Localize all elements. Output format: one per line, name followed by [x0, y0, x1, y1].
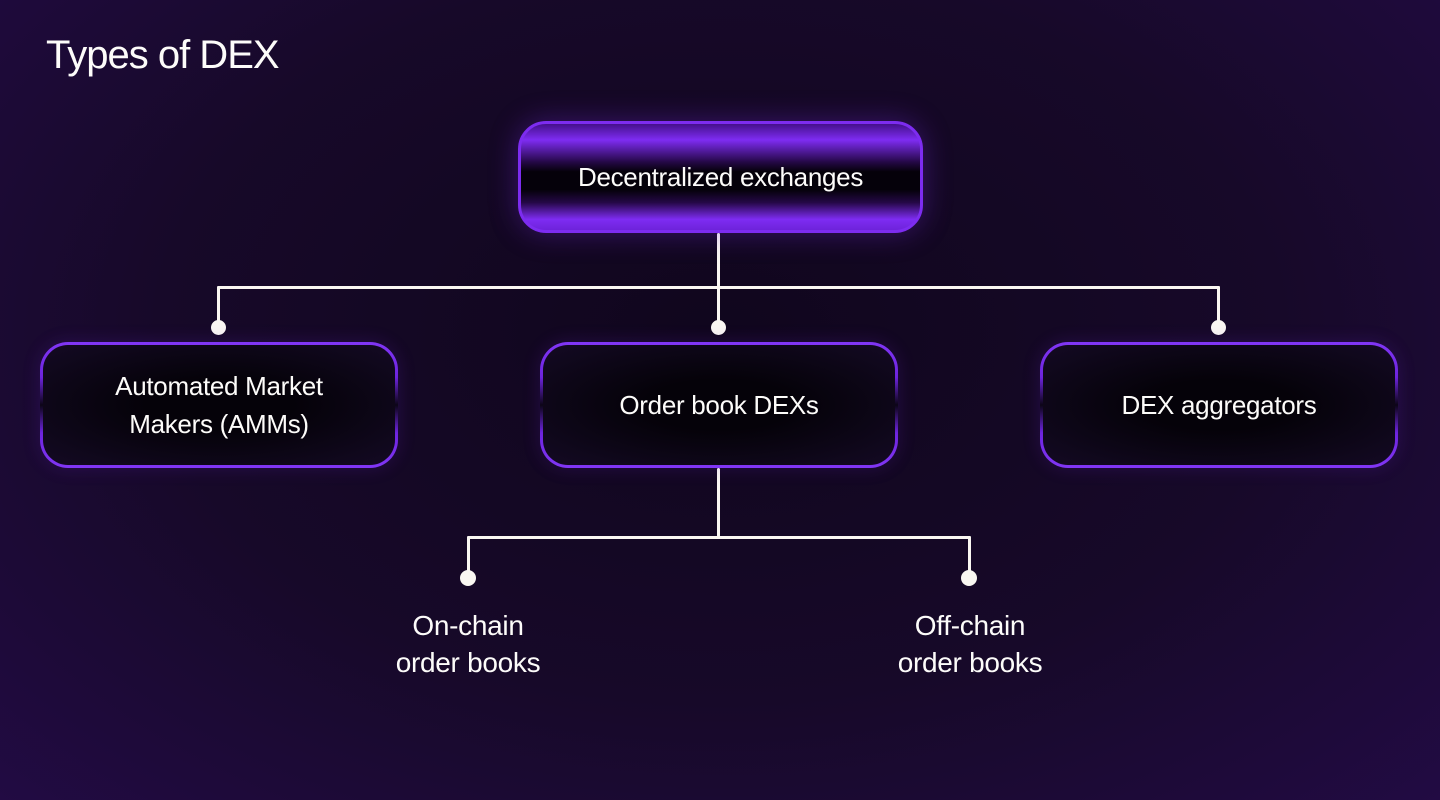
connector-stub-aggregators — [1217, 286, 1220, 323]
connector-level2-horizontal — [467, 536, 971, 539]
connector-stub-on-chain — [467, 536, 470, 572]
node-aggregators-surface: DEX aggregators — [1043, 345, 1395, 465]
leaf-on-chain-order-books: On-chain order books — [308, 607, 628, 681]
node-label-line: Automated Market — [115, 371, 323, 401]
node-label-line: DEX aggregators — [1121, 390, 1317, 420]
node-label: DEX aggregators — [1122, 386, 1317, 424]
node-amms: Automated Market Makers (AMMs) — [40, 342, 398, 468]
node-label: Order book DEXs — [619, 386, 819, 424]
leaf-label-line: order books — [897, 647, 1043, 678]
connector-dot-aggregators — [1211, 320, 1226, 335]
node-label: Automated Market Makers (AMMs) — [115, 367, 323, 443]
node-label-line: Makers (AMMs) — [129, 409, 309, 439]
leaf-off-chain-order-books: Off-chain order books — [810, 607, 1130, 681]
node-order-book-dexs: Order book DEXs — [540, 342, 898, 468]
leaf-label-line: order books — [395, 647, 541, 678]
leaf-label-line: Off-chain — [914, 610, 1026, 641]
node-order-book-surface: Order book DEXs — [543, 345, 895, 465]
node-decentralized-exchanges: Decentralized exchanges — [518, 121, 923, 233]
node-amms-surface: Automated Market Makers (AMMs) — [43, 345, 395, 465]
page-title: Types of DEX — [46, 33, 280, 77]
connector-root-vertical — [717, 233, 720, 287]
connector-orderbook-vertical — [717, 468, 720, 537]
node-label-line: Order book DEXs — [619, 390, 819, 420]
connector-dot-amms — [211, 320, 226, 335]
node-label: Decentralized exchanges — [577, 162, 864, 192]
connector-dot-order-book — [711, 320, 726, 335]
node-dex-aggregators: DEX aggregators — [1040, 342, 1398, 468]
connector-dot-on-chain — [460, 570, 476, 586]
connector-stub-amms — [217, 286, 220, 323]
leaf-label-line: On-chain — [412, 610, 524, 641]
connector-stub-order-book — [717, 286, 720, 323]
connector-stub-off-chain — [968, 536, 971, 572]
connector-dot-off-chain — [961, 570, 977, 586]
